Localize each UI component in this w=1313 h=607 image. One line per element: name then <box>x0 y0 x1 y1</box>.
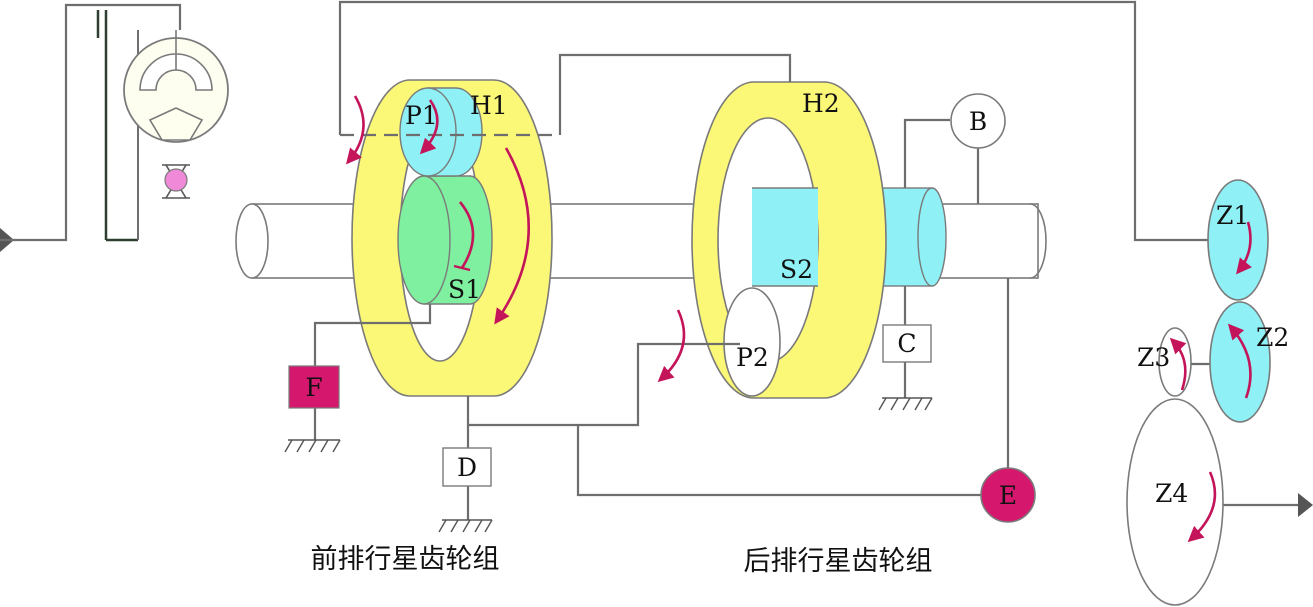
label-z4: Z4 <box>1155 479 1188 508</box>
rear-ring-gear-h2 <box>691 81 887 399</box>
caption-rear-gear-set: 后排行星齿轮组 <box>744 546 933 577</box>
rotation-arrow-z1 <box>1236 221 1252 275</box>
top-connection-line <box>338 0 1215 242</box>
label-s1: S1 <box>448 275 481 304</box>
b-connection <box>903 118 950 188</box>
one-way-clutch-icon <box>162 164 190 199</box>
gear-z4 <box>1126 398 1224 606</box>
rotation-arrow-h1-outer <box>345 95 365 165</box>
gear-z2 <box>1209 301 1271 423</box>
rear-planet-p2 <box>723 287 781 397</box>
front-planet-p1 <box>399 87 483 177</box>
rotation-arrow-z3 <box>1169 337 1187 391</box>
label-s2: S2 <box>780 255 813 284</box>
h2-carrier-link <box>558 53 792 135</box>
f-connection <box>313 304 432 366</box>
label-h1: H1 <box>470 91 508 120</box>
clutch-e-label: E <box>999 481 1017 510</box>
d-to-p2-link <box>468 342 740 427</box>
clutch-b-circle <box>950 93 1006 149</box>
label-z3: Z3 <box>1137 343 1170 372</box>
rotation-arrow-z2 <box>1227 323 1252 399</box>
brake-c-box <box>882 324 932 363</box>
label-z2: Z2 <box>1256 323 1289 352</box>
label-p1: P1 <box>405 101 438 130</box>
gear-z1 <box>1207 179 1269 301</box>
rotation-arrow-s1-tick <box>453 264 471 272</box>
output-arrow-icon <box>1298 493 1313 517</box>
label-z1: Z1 <box>1216 201 1249 230</box>
rotation-arrow-s1 <box>459 201 475 269</box>
brake-d-box <box>442 447 492 487</box>
ground-c-icon <box>878 397 933 411</box>
clutch-b-label: B <box>969 107 987 136</box>
input-shaft-line <box>0 3 182 242</box>
brake-d-label: D <box>457 453 477 482</box>
brake-f-box <box>288 365 340 409</box>
ground-d-icon <box>438 519 493 533</box>
ground-f-icon <box>284 439 341 453</box>
brake-c-label: C <box>897 329 916 358</box>
label-p2: P2 <box>736 343 769 372</box>
e-connection <box>576 425 985 497</box>
clutch-e-circle <box>980 467 1036 523</box>
brake-f-label: F <box>305 373 322 402</box>
front-sun-gear-s1 <box>397 175 493 305</box>
rotation-arrow-z4 <box>1187 471 1217 543</box>
label-h2: H2 <box>802 89 840 118</box>
caption-front-gear-set: 前排行星齿轮组 <box>311 544 500 575</box>
rotation-arrow-p2 <box>657 309 686 383</box>
rotation-arrow-h1-inner <box>494 147 530 325</box>
torque-converter-icon <box>123 30 229 143</box>
rotation-arrow-p1 <box>419 99 439 155</box>
